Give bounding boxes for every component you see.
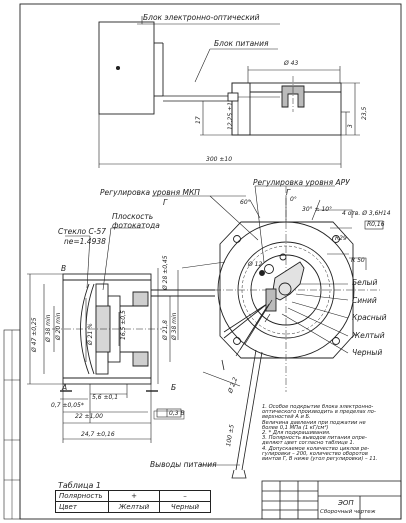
cable-top [163,95,232,102]
stamp-code: ЭОП [338,499,354,507]
note-line: оптического производить в пределах по- [262,409,376,416]
wire-blue: Синий [352,296,377,305]
note-line: более 0,1 МПа (1 кГ/см²) [262,424,329,431]
label-glass: Стекло С-57 [58,227,107,236]
dim-d3: 3 [347,124,354,128]
dim-d22b: 22 ±1,00 [75,413,103,420]
note-line: Величина давления при поджатии не [262,419,366,426]
dim-tol-r: R0,16 [367,221,385,228]
note-line: 3. Полярность выводов питания опре- [262,435,367,442]
dim-d218: Ø 21,8 [162,320,169,340]
dim-d43: Ø 43 [284,60,299,67]
dim-holes: 4 отв. Ø 3,6Н14 [342,210,391,217]
wire-yellow: Желтый [352,331,385,340]
dim-r29: R29 [335,235,347,242]
label-view-g-right: Г [286,188,291,197]
note-line: 4. Допускаемое количество циклов ре- [262,445,370,452]
dim-total-length: 300 ±10 [206,156,233,163]
label-mkp-adjust: Регулировка уровня МКП [100,188,200,197]
label-refr-index: ne=1.4938 [64,237,106,246]
note-line: винтов Г, В ниже (угол регулировки) – 11… [262,456,378,463]
label-section-a: А [62,383,68,392]
dim-d20: Ø 20 min [55,312,62,341]
table-cell: Желтый [108,501,160,513]
table1-title: Таблица 1 [58,481,102,490]
eo-block-top-view [98,21,164,115]
note-line: 2. * Для подкрашивания. [262,430,331,437]
dim-d165: 16,5 ±0,5 [120,310,127,340]
table-cell: – [159,490,211,502]
dim-d1225: 12,25 ±1 [227,102,234,130]
polarity-table: Полярность + – Цвет Желтый Черный [55,490,211,513]
label-eo-block: Блок электронно-оптический [143,13,260,22]
table-row: Цвет Желтый Черный [55,501,211,513]
note-line: 1. Особое подкрытие блока электронно- [262,404,374,410]
table-cell: Цвет [55,501,109,513]
dim-tol-03: 0,3 В [169,410,185,417]
stamp-title: Сборочный чертеж [320,509,376,515]
power-block-top-view [227,76,342,136]
label-photocathode-2: фотокатода [112,221,160,230]
dim-ang60: 60° [240,199,251,206]
dim-ang0: 0° [290,196,297,203]
dim-d247: 24,7 ±0,16 [81,431,115,438]
note-line: верхностей А и Б. [262,414,311,421]
dim-d47: Ø 47 ±0,25 [31,317,38,352]
title-block [261,480,402,520]
table-row: Полярность + – [55,490,211,502]
dim-r50: R 50 [351,257,365,264]
table-cell: Черный [159,501,211,513]
note-line: гулировки – 200, количество оборотов [262,450,368,457]
dim-d12: Ø 12 [248,261,263,268]
outer-frame [19,3,402,520]
section-view-left [52,273,215,385]
table-cell: + [108,490,160,502]
label-section-b: Б [171,383,177,392]
dim-d38-right: Ø 38 min [171,312,178,341]
dim-ang30: 30° ± 10° [302,206,333,213]
label-view-v: В [61,264,67,273]
wire-black: Черный [352,348,383,357]
dim-d38-left: Ø 38 min [45,314,52,343]
label-photocathode-1: Плоскость [112,212,154,221]
dim-d21: Ø 21 % [87,323,94,345]
label-power-block: Блок питания [214,39,269,48]
dim-d28: Ø 28 ±0,45 [162,255,169,290]
dim-d56: 5,6 ±0,1 [92,394,119,401]
dim-d07: 0,7 ±0,05* [51,402,84,409]
note-line: деляют цвет согласно таблице 1. [262,440,355,447]
dim-d23: 23,5 [361,106,368,120]
table-cell: Полярность [55,490,109,502]
wire-white: Белый [352,278,378,287]
label-aru-adjust: Регулировка уровня АРУ [253,178,350,187]
tech-notes: 1. Особое подкрытие блока электронно- оп… [262,404,400,463]
label-power-leads: Выводы питания [150,460,217,469]
wire-bundle [221,349,263,479]
dim-d17: 17 [195,116,202,124]
label-view-g-left: Г [163,198,168,207]
wire-red: Красный [352,313,387,322]
